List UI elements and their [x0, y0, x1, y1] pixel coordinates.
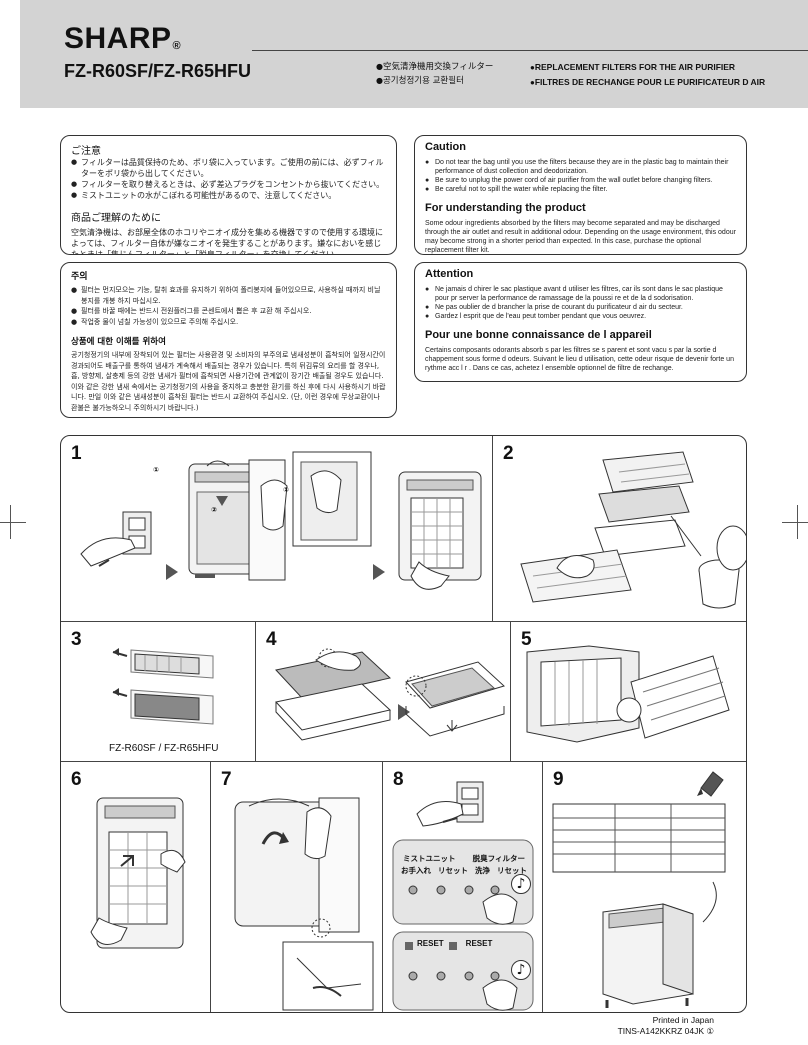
step-number: 8: [393, 769, 404, 790]
caution-item: Be sure to unplug the power cord of air …: [425, 176, 736, 185]
understanding-title-en: For understanding the product: [425, 202, 586, 214]
caution-item: Gardez l esprit que de l'eau peut tomber…: [425, 312, 736, 321]
model-title: FZ-R60SF/FZ-R65HFU: [64, 61, 252, 81]
caution-list-fr: Ne jamais d chirer le sac plastique avan…: [425, 285, 736, 321]
crop-mark-right-v: [797, 505, 798, 539]
step-6: 6: [61, 762, 211, 1012]
caution-list-en: Do not tear the bag until you use the fi…: [425, 158, 736, 194]
reset-label-2: RESET: [465, 939, 493, 948]
step-number: 4: [266, 629, 277, 650]
step-4: 4: [256, 622, 511, 762]
caution-item: 작업중 물이 넘칠 가능성이 있으므로 주의해 주십시오.: [71, 317, 386, 328]
footer-printed: Printed in Japan: [652, 1015, 714, 1025]
caution-item: 필터는 먼지모으는 기능, 탈취 효과를 유지하기 위하여 폴리봉지에 들어있으…: [71, 285, 386, 306]
step-1-marker-1b: ①: [283, 486, 289, 494]
step-number: 9: [553, 769, 564, 790]
step-7: 7: [211, 762, 383, 1012]
step-number: 2: [503, 443, 514, 464]
step-5: 5: [511, 622, 746, 762]
panel-reset-labels: RESET RESET: [417, 939, 527, 949]
step-number: 7: [221, 769, 232, 790]
step-1-marker-2: ②: [211, 506, 217, 514]
caution-item: Be careful not to spill the water while …: [425, 185, 736, 194]
understanding-text-en: Some odour ingredients absorbed by the f…: [425, 220, 736, 254]
understanding-text-jp: 空気清浄機は、お部屋全体のホコリやニオイ成分を集める機器ですので使用する環境によ…: [71, 228, 383, 255]
footer-code: TINS-A142KKRZ 04JK ①: [617, 1026, 714, 1036]
caution-item: Ne pas oublier de d brancher la prise de…: [425, 303, 736, 312]
caution-title-ko: 주의: [71, 272, 88, 282]
step-9-illustration: [552, 771, 726, 1008]
step-6-illustration: [90, 797, 186, 949]
reset-label-1: RESET: [417, 939, 444, 948]
step-4-illustration: [275, 648, 505, 741]
caution-item: Ne jamais d chirer le sac plastique avan…: [425, 285, 736, 303]
step-2: 2: [493, 436, 746, 622]
step-1: 1 ① ① ②: [61, 436, 493, 622]
step-5-illustration: [526, 645, 730, 743]
caution-box-fr: Attention Ne jamais d chirer le sac plas…: [414, 262, 747, 382]
caution-item: Do not tear the bag until you use the fi…: [425, 158, 736, 176]
caution-title-en: Caution: [425, 141, 466, 153]
understanding-text-ko: 공기청정기의 내부에 장착되어 있는 필터는 사용환경 및 소비자의 부주의로 …: [71, 351, 386, 412]
panel-label-reset-1: リセット: [438, 866, 468, 875]
step-number: 6: [71, 769, 82, 790]
brand-logo: SHARP®: [64, 22, 182, 55]
header-title-en: REPLACEMENT FILTERS FOR THE AIR PURIFIER: [530, 60, 765, 75]
caution-item: 필터를 바꿀 때에는 반드시 전원플러그를 콘센트에서 뽑은 후 교환 해 주십…: [71, 306, 386, 317]
caution-box-en: Caution Do not tear the bag until you us…: [414, 135, 747, 255]
caution-box-ko: 주의 필터는 먼지모으는 기능, 탈취 효과를 유지하기 위하여 폴리봉지에 들…: [60, 262, 397, 418]
panel-label-wash: 洗浄: [475, 866, 490, 875]
panel-label-care: お手入れ: [401, 866, 431, 875]
step-2-illustration: [520, 451, 746, 609]
steps-frame: 1 ① ① ②: [60, 435, 747, 1013]
step-8: 8 ミストユニット: [383, 762, 543, 1012]
panel-label-mist-unit: ミストユニット: [403, 854, 456, 863]
caution-title-jp: ご注意: [71, 146, 101, 157]
crop-mark-left-v: [10, 505, 11, 539]
music-note-icon: ♪: [511, 960, 531, 980]
understanding-text-fr: Certains composants odorants absorb s pa…: [425, 347, 734, 372]
panel-jp-labels: ミストユニット 脱臭フィルター お手入れ リセット 洗浄 リセット: [397, 854, 531, 876]
crop-mark-left: [0, 522, 26, 523]
step-number: 1: [71, 443, 82, 464]
caution-title-fr: Attention: [425, 268, 474, 280]
understanding-title-ko: 상품에 대한 이해를 위하여: [71, 337, 166, 347]
music-note-icon: ♪: [511, 874, 531, 894]
header-titles-asian: 空気清浄機用交換フィルター 공기청정기용 교환필터: [376, 60, 493, 88]
step-1-illustration: ① ① ②: [80, 451, 482, 590]
header-title-fr: FILTRES DE RECHANGE POUR LE PURIFICATEUR…: [530, 75, 765, 90]
header-titles-western: REPLACEMENT FILTERS FOR THE AIR PURIFIER…: [530, 60, 765, 90]
caution-list-ko: 필터는 먼지모으는 기능, 탈취 효과를 유지하기 위하여 폴리봉지에 들어있으…: [71, 285, 386, 327]
step-number: 3: [71, 629, 82, 650]
step-9: 9: [543, 762, 746, 1012]
panel-label-reset-2: リセット: [497, 866, 527, 875]
step-7-illustration: [234, 797, 374, 1011]
step-3-caption: FZ-R60SF / FZ-R65HFU: [109, 743, 219, 754]
step-8-illustration: [392, 781, 534, 1011]
understanding-title-fr: Pour une bonne connaissance de l apparei…: [425, 329, 652, 341]
header-band: SHARP® FZ-R60SF/FZ-R65HFU 空気清浄機用交換フィルター …: [20, 0, 808, 108]
header-title-jp: 空気清浄機用交換フィルター: [376, 60, 493, 74]
step-1-marker-1: ①: [153, 466, 159, 474]
step-number: 5: [521, 629, 532, 650]
panel-label-deodorizing: 脱臭フィルター: [472, 854, 525, 863]
caution-box-jp: ご注意 フィルターは品質保持のため、ポリ袋に入っています。ご使用の前には、必ずフ…: [60, 135, 397, 255]
step-3-illustration: [112, 648, 214, 725]
understanding-title-jp: 商品ご理解のために: [71, 213, 161, 224]
header-title-ko: 공기청정기용 교환필터: [376, 74, 493, 88]
step-3: 3 FZ-R60SF / FZ-R65HFU: [61, 622, 256, 762]
caution-item: フィルターは品質保持のため、ポリ袋に入っています。ご使用の前には、必ずフィルター…: [71, 157, 386, 179]
caution-item: フィルターを取り替えるときは、必ず差込プラグをコンセントから抜いてください。: [71, 179, 386, 190]
caution-item: ミストユニットの水がこぼれる可能性があるので、注意してください。: [71, 190, 386, 201]
footer: Printed in Japan TINS-A142KKRZ 04JK ①: [618, 1015, 714, 1037]
header-rule: [252, 50, 808, 51]
crop-mark-right: [782, 522, 808, 523]
caution-list-jp: フィルターは品質保持のため、ポリ袋に入っています。ご使用の前には、必ずフィルター…: [71, 157, 386, 201]
